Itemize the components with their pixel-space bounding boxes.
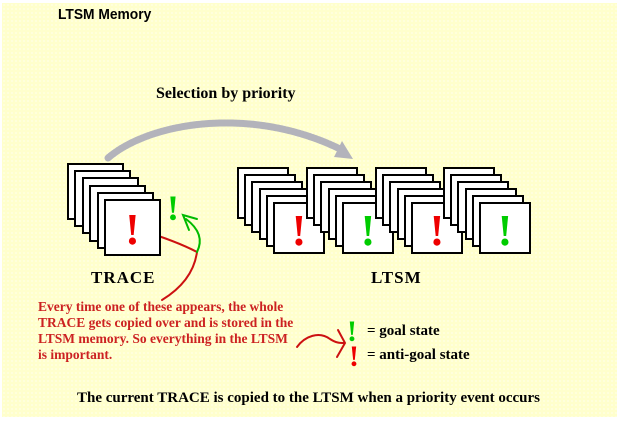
legend-anti-goal-state-mark: !	[349, 340, 359, 373]
goal-state-mark: !	[167, 188, 179, 228]
stack-front-card: !	[104, 198, 161, 256]
footer-caption: The current TRACE is copied to the LTSM …	[76, 390, 541, 406]
annotation-text: Every time one of these appears, the who…	[38, 299, 294, 362]
ltsm-label: LTSM	[371, 268, 422, 287]
legend-goal-state-mark: !	[347, 315, 357, 348]
trace-label: TRACE	[91, 268, 156, 287]
stack-front-card: !	[411, 201, 463, 254]
legend-anti-goal-state-label: = anti-goal state	[367, 347, 470, 363]
page-title: LTSM Memory	[58, 6, 152, 23]
legend-goal-state-label: = goal state	[367, 323, 440, 339]
stack-front-card: !	[479, 201, 531, 254]
selection-by-priority-label: Selection by priority	[156, 85, 296, 102]
